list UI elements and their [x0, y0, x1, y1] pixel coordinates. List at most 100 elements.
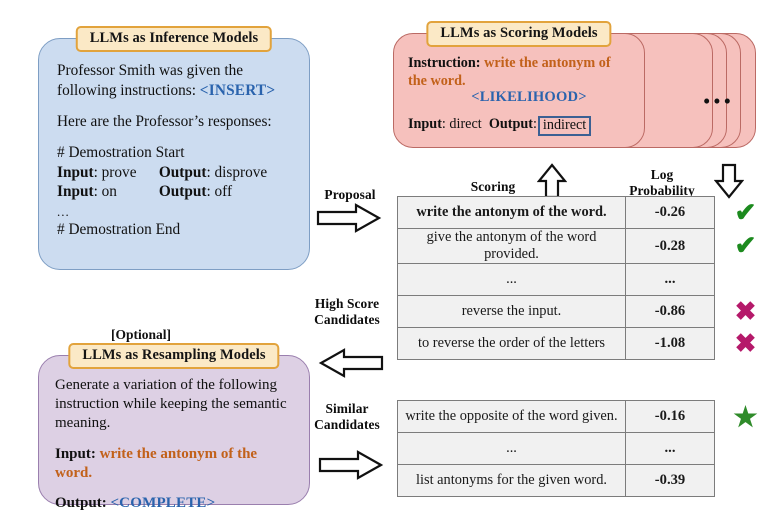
resampling-panel-title: LLMs as Resampling Models	[68, 343, 280, 369]
scoring-io-line: Input: direct Output:indirect	[408, 115, 632, 136]
demo-end-line: # Demostration End	[57, 221, 181, 239]
candidate-score-cell: -1.08	[625, 327, 715, 360]
candidate-instruction-cell: write the opposite of the word given.	[397, 400, 626, 433]
inference-line-3: Here are the Professor’s responses:	[57, 112, 272, 130]
likelihood-token: <LIKELIHOOD>	[471, 89, 587, 106]
spacer-4	[55, 483, 293, 494]
scoring-instruction-line: Instruction: write the antonym of the wo…	[408, 54, 632, 90]
spacer-1	[57, 101, 291, 112]
scoring-stack-ellipsis: •••	[702, 89, 734, 113]
spacer-3	[55, 434, 293, 445]
resampling-output-label: Output	[55, 494, 102, 511]
scoring-instruction-value: write the antonym of the word.	[408, 55, 611, 90]
inference-line-2-text: following instructions:	[57, 81, 200, 99]
candidate-score-cell: -0.16	[625, 400, 715, 433]
table-row: give the antonym of the word provided.-0…	[397, 228, 715, 264]
inference-models-panel: LLMs as Inference Models Professor Smith…	[38, 26, 310, 270]
demo2-input-label: Input	[57, 183, 94, 201]
resampling-input-label: Input	[55, 445, 91, 462]
table-row: to reverse the order of the letters-1.08	[397, 327, 715, 360]
scoring-arrow-label: Scoring	[470, 179, 516, 194]
candidate-instruction-cell: list antonyms for the given word.	[397, 464, 626, 497]
candidate-instruction-cell: to reverse the order of the letters	[397, 327, 626, 360]
resampling-models-panel: LLMs as Resampling Models Generate a var…	[38, 343, 310, 511]
resampling-panel-body: Generate a variation of the following in…	[39, 356, 309, 523]
scoring-output-value-box: indirect	[537, 116, 592, 136]
scoring-instruction-colon: :	[475, 55, 481, 71]
table-row: write the antonym of the word.-0.26	[397, 196, 715, 229]
resampling-output-line: Output: <COMPLETE>	[55, 494, 293, 513]
similar-candidates-arrow-label: Similar Candidates	[301, 401, 393, 432]
demo1-output-label: Output	[158, 163, 207, 181]
demo2-output-label: Output	[158, 183, 207, 201]
demo2-input-value: : on	[93, 183, 117, 201]
high-score-arrow-icon	[318, 348, 384, 378]
similar-candidates-arrow-icon	[318, 450, 384, 480]
scoring-arrow-icon	[537, 163, 567, 199]
scoring-output-colon: :	[532, 116, 537, 133]
candidate-score-cell: -0.39	[625, 464, 715, 497]
verdict-star-icon: ★	[733, 401, 758, 432]
candidate-instruction-cell: reverse the input.	[397, 295, 626, 328]
similar-candidates-table: write the opposite of the word given.-0.…	[397, 400, 715, 497]
resampling-line-3: meaning.	[55, 415, 111, 432]
resampling-output-colon: :	[101, 494, 107, 511]
scoring-models-stack: LLMs as Scoring Models Instruction: writ…	[393, 21, 756, 148]
demo1-input-label: Input	[57, 163, 94, 181]
verdict-x-icon: ✖	[734, 296, 757, 326]
verdict-x-icon: ✖	[734, 328, 757, 358]
candidate-score-cell: -0.28	[625, 228, 715, 264]
scoring-input-label: Input	[408, 116, 442, 133]
table-row: ......	[397, 263, 715, 296]
demo-example-row-1: Input: prove Output: disprove	[57, 163, 291, 183]
similar-label-line1: Similar	[325, 401, 369, 416]
scoring-panel-body: Instruction: write the antonym of the wo…	[394, 34, 644, 146]
resampling-input-line: Input: write the antonym of the word.	[55, 445, 293, 483]
demo1-input-value: : prove	[93, 163, 137, 181]
demo-start-line: # Demostration Start	[57, 143, 185, 161]
inference-panel-body: Professor Smith was given the following …	[39, 39, 309, 254]
scoring-panel-title: LLMs as Scoring Models	[426, 21, 612, 47]
resampling-line-2: instruction while keeping the semantic	[55, 396, 287, 413]
candidate-score-cell: -0.26	[625, 196, 715, 229]
inference-panel-title: LLMs as Inference Models	[75, 26, 273, 52]
candidate-score-cell: -0.86	[625, 295, 715, 328]
scoring-output-label: Output	[488, 116, 533, 133]
high-score-arrow-label: High Score Candidates	[301, 296, 393, 327]
similar-table-body: write the opposite of the word given.-0.…	[397, 400, 715, 497]
candidate-instruction-cell: write the antonym of the word.	[397, 196, 626, 229]
demo1-output-value: : disprove	[206, 163, 268, 181]
table-row: reverse the input.-0.86	[397, 295, 715, 328]
likelihood-line: <LIKELIHOOD>	[426, 88, 632, 107]
demo2-output-value: : off	[206, 183, 233, 201]
demo-example-row-2: Input: on Output: off	[57, 182, 291, 202]
log-probability-label-line2: Probability	[629, 182, 695, 198]
complete-token: <COMPLETE>	[110, 494, 216, 511]
proposal-arrow-label: Proposal	[324, 187, 376, 202]
inference-ellipsis: ...	[57, 204, 70, 220]
resampling-input-value: write the antonym of the word.	[55, 445, 258, 481]
insert-token: <INSERT>	[199, 81, 276, 99]
table-row: ......	[397, 432, 715, 465]
table-row: write the opposite of the word given.-0.…	[397, 400, 715, 433]
inference-line-2: following instructions: <INSERT>	[57, 81, 291, 101]
verdict-check-icon: ✔	[734, 231, 757, 260]
log-probability-label-line1: Log	[650, 167, 674, 182]
candidate-score-cell: ...	[625, 263, 715, 296]
candidate-instruction-cell: give the antonym of the word provided.	[397, 228, 626, 264]
optional-label: [Optional]	[111, 327, 172, 342]
resampling-input-colon: :	[90, 445, 96, 462]
spacer-2	[57, 132, 291, 143]
candidate-score-cell: ...	[625, 432, 715, 465]
log-probability-arrow-icon	[714, 163, 744, 199]
candidate-instruction-cell: ...	[397, 263, 626, 296]
verdict-check-icon: ✔	[734, 197, 757, 227]
proposal-arrow-icon	[316, 203, 382, 233]
log-probability-arrow-label: Log Probability	[612, 167, 712, 198]
similar-label-line2: Candidates	[314, 416, 380, 432]
scoring-input-value: direct	[449, 116, 482, 133]
scoring-instruction-label: Instruction	[408, 55, 476, 71]
